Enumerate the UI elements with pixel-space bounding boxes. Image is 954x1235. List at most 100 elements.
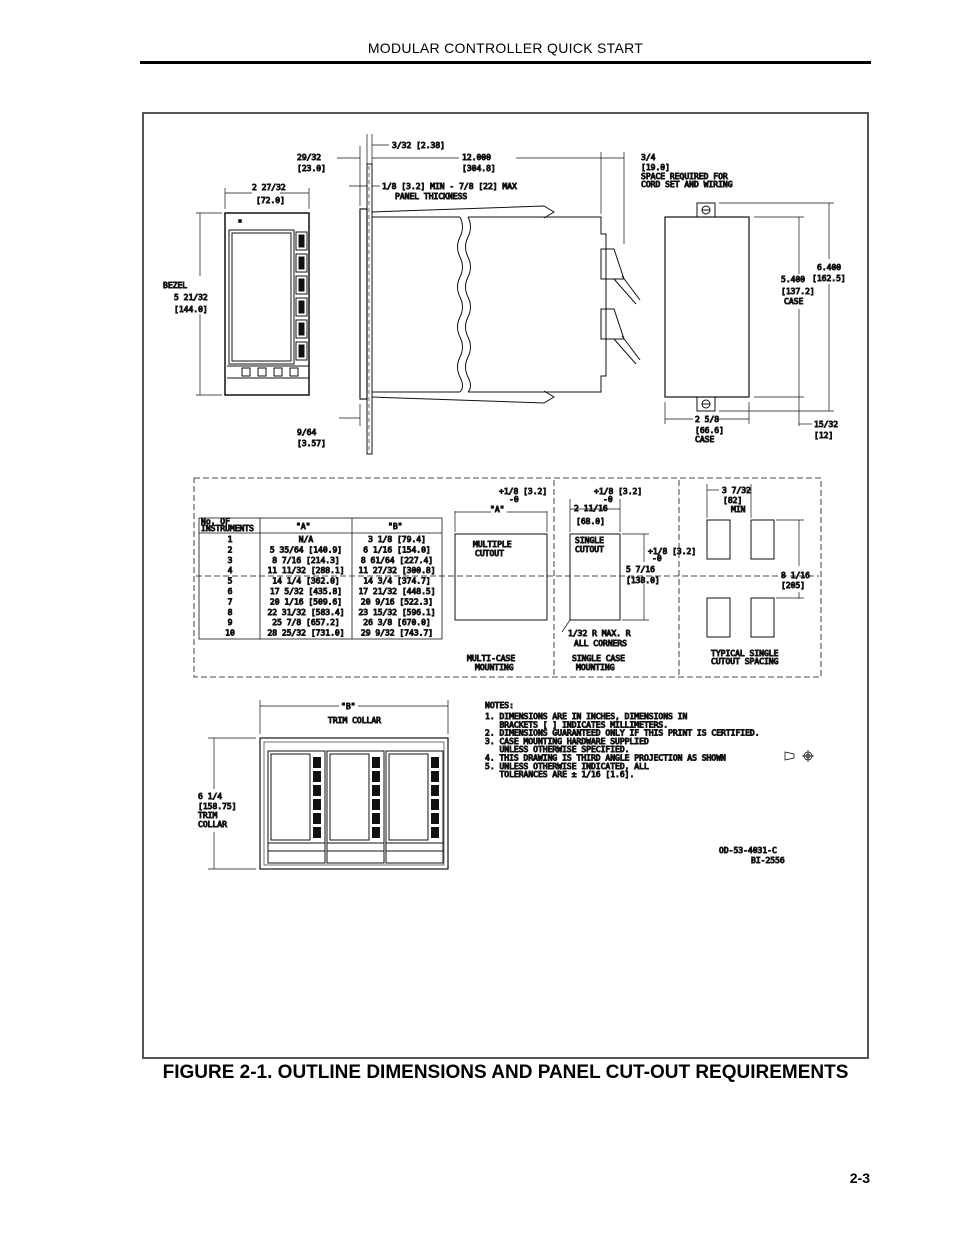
multi-cutout-label: MULTIPLE xyxy=(473,540,512,549)
spacing-width-min: MIN xyxy=(731,505,746,514)
table-cell: 10 xyxy=(225,629,235,638)
table-cell: 1 xyxy=(228,535,233,544)
single-case-caption: SINGLE CASE xyxy=(572,654,625,663)
multi-case-caption: MULTI-CASE xyxy=(467,654,515,663)
page-number: 2-3 xyxy=(849,1170,870,1186)
trim-height-label-2: COLLAR xyxy=(198,820,227,829)
figure-caption: FIGURE 2-1. OUTLINE DIMENSIONS AND PANEL… xyxy=(162,1062,849,1083)
instrument-table xyxy=(198,517,443,640)
note-line: TOLERANCES ARE ± 1/16 [1.6]. xyxy=(485,770,634,779)
trim-height-label: TRIM xyxy=(198,811,217,820)
single-height-tol-minus: -0 xyxy=(652,554,662,563)
rear-lip-mm: [12] xyxy=(814,431,833,440)
table-cell: 8 xyxy=(228,608,233,617)
drawing-ref: BI-2556 xyxy=(751,856,785,865)
table-cell: 28 25/32 [731.0] xyxy=(267,629,344,638)
side-dim-rear: 3/4 xyxy=(641,153,656,162)
side-dim-depth: 12.000 xyxy=(462,153,491,162)
note-line: 5. UNLESS OTHERWISE INDICATED, ALL xyxy=(485,762,649,771)
table-cell: 8 7/16 [214.3] xyxy=(272,556,339,565)
table-cell: 6 1/16 [154.0] xyxy=(363,545,430,554)
table-cell: 20 9/16 [522.3] xyxy=(361,597,433,606)
table-cell: 23 15/32 [596.1] xyxy=(358,608,435,617)
spacing-caption-2: CUTOUT SPACING xyxy=(711,657,779,666)
table-cell: 25 7/8 [657.2] xyxy=(272,618,339,627)
multi-a-label: "A" xyxy=(490,505,504,514)
panel-thickness-range: 1/8 [3.2] MIN - 7/8 [22] MAX xyxy=(382,182,517,191)
table-cell: 14 1/4 [362.0] xyxy=(272,577,339,586)
single-cutout xyxy=(561,499,649,633)
multi-tol-minus: -0 xyxy=(509,495,519,504)
table-header-count: No. OF xyxy=(201,517,230,526)
table-header-count-2: INSTRUMENTS xyxy=(201,524,254,533)
spacing-height: 8 1/16 xyxy=(781,571,810,580)
cutout-box xyxy=(193,477,822,678)
table-cell: 3 xyxy=(228,556,233,565)
corner-radius: 1/32 R MAX. R xyxy=(568,629,631,638)
note-line: 2. DIMENSIONS GUARANTEED ONLY IF THIS PR… xyxy=(485,729,760,738)
note-line: BRACKETS [ ] INDICATES MILLIMETERS. xyxy=(485,720,668,729)
side-dim-cord: CORD SET AND WIRING xyxy=(641,180,733,189)
table-cell: 29 9/32 [743.7] xyxy=(361,629,433,638)
typical-spacing xyxy=(706,484,804,638)
side-dim-space: SPACE REQUIRED FOR xyxy=(641,172,728,181)
front-width-dim: 2 27/32 xyxy=(252,183,286,192)
trim-collar-label: TRIM COLLAR xyxy=(328,716,381,725)
table-cell: N/A xyxy=(299,535,314,544)
bezel-height-dim: 5 21/32 xyxy=(174,293,208,302)
spacing-height-mm: [205] xyxy=(781,581,805,590)
notes-title: NOTES: xyxy=(485,701,514,710)
side-dim-rear-mm: [19.0] xyxy=(641,163,670,172)
figure-frame xyxy=(142,112,869,1059)
table-cell: 17 5/32 [435.8] xyxy=(270,587,342,596)
table-cell: 14 3/4 [374.7] xyxy=(363,577,430,586)
rear-case-label: CASE xyxy=(784,297,803,306)
table-cell: 22 31/32 [583.4] xyxy=(267,608,344,617)
single-height-tol: +1/8 [3.2] xyxy=(648,547,696,556)
side-dim-flange: 3/32 [2.38] xyxy=(392,141,445,150)
table-cell: 26 3/8 [670.0] xyxy=(363,618,430,627)
rear-lip-dim: 15/32 xyxy=(814,420,838,429)
side-dim-depth-mm: [304.8] xyxy=(462,164,496,173)
table-cell: 8 61/64 [227.4] xyxy=(361,556,433,565)
header-rule xyxy=(140,61,871,64)
multi-cutout-label-2: CUTOUT xyxy=(475,549,504,558)
table-cell: 3 1/8 [79.4] xyxy=(368,535,426,544)
notes-list: 1. DIMENSIONS ARE IN INCHES, DIMENSIONS … xyxy=(485,712,761,780)
trim-b-label: "B" xyxy=(341,702,355,711)
single-tol-minus: -0 xyxy=(603,495,613,504)
table-cell: 9 xyxy=(228,618,233,627)
front-width-mm: [72.0] xyxy=(256,196,285,205)
single-cutout-label-2: CUTOUT xyxy=(575,545,604,554)
rear-total-height: 6.400 xyxy=(817,263,841,272)
side-view xyxy=(337,134,641,455)
spacing-width-mm: [82] xyxy=(723,496,742,505)
front-buttons xyxy=(295,231,308,361)
side-dim-bezel-mm: [23.0] xyxy=(297,164,326,173)
table-cell: 5 xyxy=(228,577,233,586)
side-dim-lip: 9/64 xyxy=(297,428,316,437)
projection-symbol-icon xyxy=(784,750,814,762)
drawing-number: OD-53-4031-C xyxy=(719,846,777,855)
single-width-mm: [68.0] xyxy=(576,517,605,526)
rear-view xyxy=(664,202,834,426)
table-cell: 20 1/16 [509.6] xyxy=(270,597,342,606)
table-cell: 2 xyxy=(228,545,233,554)
multiple-cutout xyxy=(454,511,548,621)
table-cell: 17 21/32 [448.5] xyxy=(358,587,435,596)
table-header-a: "A" xyxy=(296,522,310,531)
table-cell: 6 xyxy=(228,587,233,596)
spacing-caption: TYPICAL SINGLE xyxy=(711,649,779,658)
panel-thickness-label: PANEL THICKNESS xyxy=(395,192,467,201)
dimension-drawing: 2 27/32 [72.0] BEZEL 5 21/32 [144.0] xyxy=(163,134,846,870)
side-dim-lip-mm: [3.57] xyxy=(297,439,326,448)
single-tol: +1/8 [3.2] xyxy=(594,487,642,496)
multi-case-caption-2: MOUNTING xyxy=(475,663,514,672)
trim-height: 6 1/4 xyxy=(198,792,222,801)
rear-case-height: 5.400 xyxy=(781,275,805,284)
single-cutout-label: SINGLE xyxy=(575,536,604,545)
multi-tol: +1/8 [3.2] xyxy=(499,487,547,496)
spacing-width: 3 7/32 xyxy=(722,486,751,495)
table-header-b: "B" xyxy=(388,522,402,531)
rear-case-width: 2 5/8 xyxy=(695,415,719,424)
